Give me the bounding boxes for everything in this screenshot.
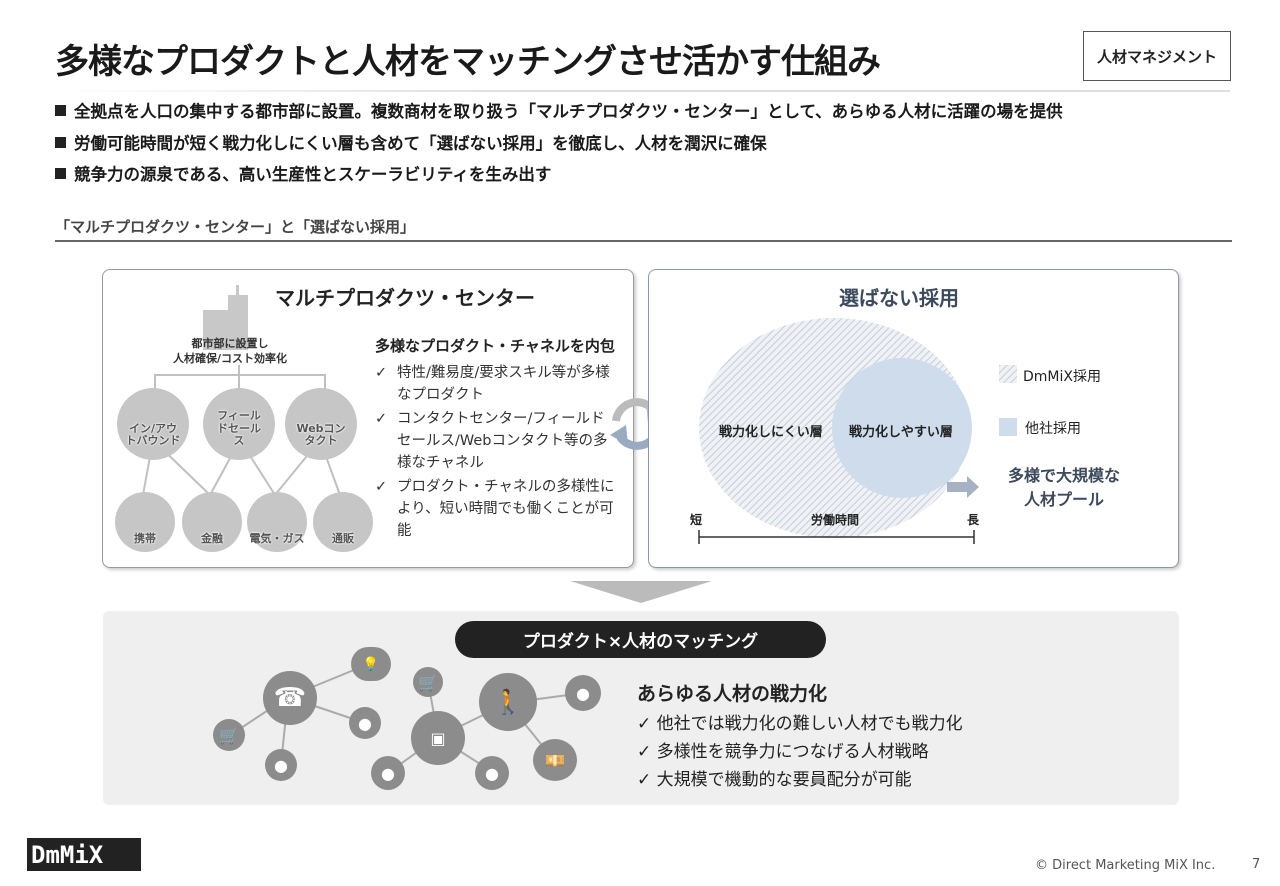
bullet-text: 競争力の源泉である、高い生産性とスケーラビリティを生み出す xyxy=(74,165,552,184)
products-heading: 多様なプロダクト・チャネルを内包 xyxy=(375,337,615,355)
product-ecommerce: 通販 xyxy=(313,492,373,552)
axis-label: 労働時間 xyxy=(811,513,860,527)
channel-label: Webコンタクト xyxy=(296,421,346,448)
bullet: 労働可能時間が短く戦力化しにくい層も含めて「選ばない採用」を徹底し、人材を潤沢に… xyxy=(55,130,767,154)
check-item: ✓ 他社では戦力化の難しい人材でも戦力化 xyxy=(637,714,963,734)
axis-short: 短 xyxy=(690,513,703,527)
building-caption: 都市部に設置し xyxy=(191,337,269,350)
other-company-circle xyxy=(832,358,972,498)
web-contact-icon: ▣ xyxy=(411,711,465,765)
product-mobile: 携帯 xyxy=(115,492,175,552)
page-title: 多様なプロダクトと人材をマッチングさせ活かす仕組み xyxy=(55,42,881,82)
person-icon: ● xyxy=(565,675,601,711)
product-finance: 金融 xyxy=(182,492,242,552)
product-label: 金融 xyxy=(201,532,223,546)
check-text: コンタクトセンター/フィールドセールス/Webコンタクト等の多様なチャネル xyxy=(397,411,608,471)
building-icon xyxy=(203,285,248,350)
cart-icon: 🛒 xyxy=(213,719,245,751)
legend-dmmix: DmMiX採用 xyxy=(1023,369,1101,385)
operator-icon: ☎ xyxy=(263,671,317,725)
check-item: ✓プロダクト・チャネルの多様性により、短い時間でも働くことが可能 xyxy=(375,476,615,542)
copyright: © Direct Marketing MiX Inc. xyxy=(1035,858,1216,873)
check-text: プロダクト・チャネルの多様性により、短い時間でも働くことが可能 xyxy=(397,479,615,539)
legend-other: 他社採用 xyxy=(1025,421,1081,437)
multi-products-panel: マルチプロダクツ・センター 都市部に設置し 人材確保/コスト効率化 イン/アウト… xyxy=(102,269,634,568)
channel-label: イン/アウトバウンド xyxy=(125,421,181,448)
channel-field-sales: フィールドセールス xyxy=(203,388,275,460)
panel-title: 選ばない採用 xyxy=(839,286,959,310)
person-icon: ● xyxy=(371,756,405,790)
check-item: ✓ 大規模で機動的な要員配分が可能 xyxy=(637,770,912,790)
matching-heading: あらゆる人材の戦力化 xyxy=(637,683,828,705)
axis-long: 長 xyxy=(967,513,980,527)
channel-inbound-outbound: イン/アウトバウンド xyxy=(117,388,189,460)
person-icon: ● xyxy=(475,756,509,790)
legend-swatch-dmmix xyxy=(999,365,1017,383)
check-text: 特性/難易度/要求スキル等が多様なプロダクト xyxy=(397,365,610,403)
section-title: 「マルチプロダクツ・センター」と「選ばない採用」 xyxy=(55,218,416,236)
product-energy: 電気・ガス xyxy=(247,492,307,552)
check-item: ✓ 多様性を競争力につなげる人材戦略 xyxy=(637,742,929,762)
product-label: 携帯 xyxy=(134,532,156,546)
page-number: 7 xyxy=(1252,857,1261,872)
check-item: ✓特性/難易度/要求スキル等が多様なプロダクト xyxy=(375,362,615,406)
inner-label: 戦力化しやすい層 xyxy=(849,425,953,440)
legend-swatch-other xyxy=(999,418,1017,436)
money-icon: 💴 xyxy=(533,739,577,781)
building-caption: 人材確保/コスト効率化 xyxy=(173,352,288,365)
bullet-text: 全拠点を人口の集中する都市部に設置。複数商材を取り扱う「マルチプロダクツ・センタ… xyxy=(74,102,1063,121)
non-selective-hiring-panel: 選ばない採用 戦力化しにくい層 戦力化しやすい層 DmMiX採用 他社採用 多様… xyxy=(648,269,1179,568)
person-icon: ● xyxy=(349,707,381,739)
panel-title: マルチプロダクツ・センター xyxy=(275,286,535,310)
cart-icon: 🛒 xyxy=(413,667,443,697)
result-text: 人材プール xyxy=(1023,490,1104,509)
channel-label: フィールドセールス xyxy=(217,409,261,448)
product-label: 通販 xyxy=(332,532,354,546)
bullet: 全拠点を人口の集中する都市部に設置。複数商材を取り扱う「マルチプロダクツ・センタ… xyxy=(55,98,1063,122)
matching-pill: プロダクト×人材のマッチング xyxy=(455,621,826,658)
energy-icon: 💡 xyxy=(351,647,391,681)
title-divider xyxy=(55,90,1230,92)
down-arrow-icon xyxy=(570,581,712,603)
result-text: 多様で大規模な xyxy=(1007,466,1120,485)
right-arrow-icon xyxy=(947,476,979,498)
person-icon: ● xyxy=(265,749,297,781)
category-badge: 人材マネジメント xyxy=(1083,31,1231,81)
product-label: 電気・ガス xyxy=(249,532,305,546)
venn-diagram xyxy=(698,318,1017,544)
check-item: ✓コンタクトセンター/フィールドセールス/Webコンタクト等の多様なチャネル xyxy=(375,408,615,474)
channel-web-contact: Webコンタクト xyxy=(285,388,357,460)
field-sales-icon: 🚶 xyxy=(479,673,537,731)
matching-panel: ☎ 💡 🛒 ● ● 🛒 ▣ ● ● 🚶 ● 💴 あらゆる人材の戦力化 ✓ 他社で… xyxy=(103,611,1179,805)
outer-label: 戦力化しにくい層 xyxy=(719,425,823,440)
bullet: 競争力の源泉である、高い生産性とスケーラビリティを生み出す xyxy=(55,161,551,185)
section-divider xyxy=(55,240,1232,242)
bullet-text: 労働可能時間が短く戦力化しにくい層も含めて「選ばない採用」を徹底し、人材を潤沢に… xyxy=(74,134,767,153)
company-logo: DmMiX xyxy=(27,838,141,871)
